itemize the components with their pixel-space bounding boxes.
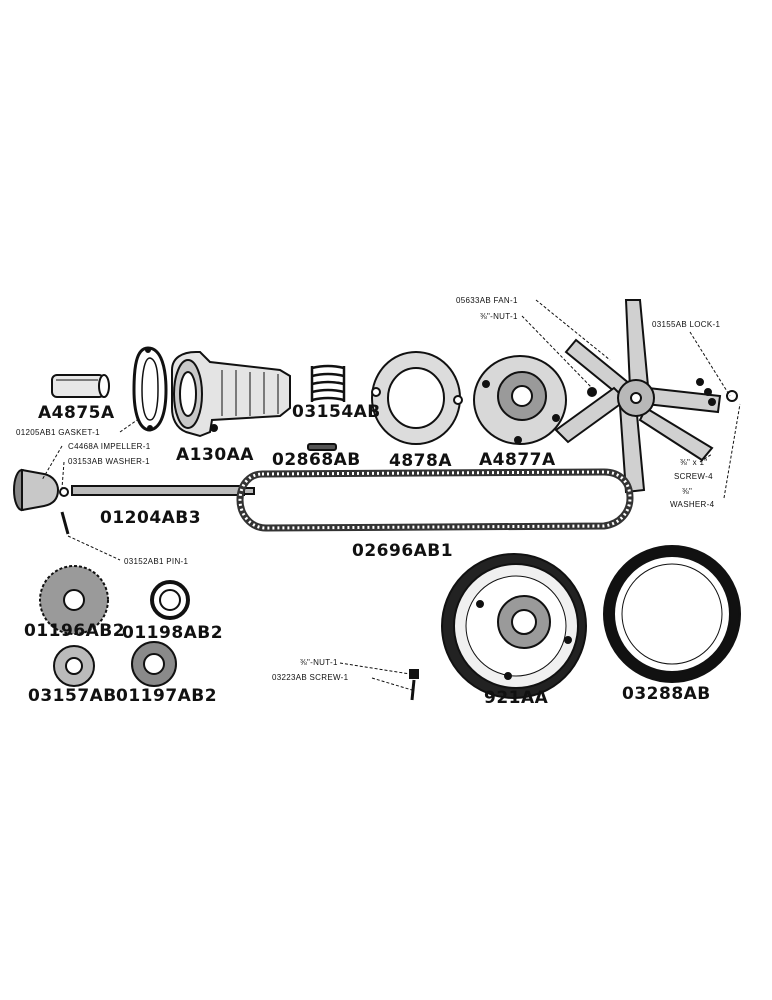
callout-washer-1: 03153AB WASHER-1 — [68, 457, 150, 466]
label-a4875a: A4875A — [38, 403, 115, 423]
label-921aa: 921AA — [484, 688, 549, 708]
bearing-housing-drawing — [473, 355, 567, 445]
callout-gasket: 01205AB1 GASKET-1 — [16, 428, 100, 437]
spring-drawing — [310, 364, 346, 402]
label-02696ab1: 02696AB1 — [352, 541, 454, 561]
pulley-921aa-drawing — [441, 553, 587, 699]
label-02868ab: 02868AB — [272, 450, 361, 470]
callout-lock: 03155AB LOCK-1 — [652, 320, 721, 329]
label-01198ab2: 01198AB2 — [122, 623, 224, 643]
shaft-drawing — [71, 485, 255, 496]
washer-01196ab2-drawing — [39, 565, 109, 635]
callout-screw-4-size: ⅜" x 1" — [680, 458, 708, 467]
impeller-drawing — [13, 468, 69, 512]
callout-pin: 03152AB1 PIN-1 — [124, 557, 189, 566]
label-03157ab: 03157AB — [28, 686, 117, 706]
label-03154ab: 03154AB — [292, 402, 381, 422]
label-4878a: 4878A — [389, 451, 452, 471]
callout-impeller: C4468A IMPELLER-1 — [68, 442, 151, 451]
label-01197ab2: 01197AB2 — [116, 686, 218, 706]
key-drawing — [307, 443, 337, 451]
label-a4877a: A4877A — [479, 450, 556, 470]
leader-lines — [41, 299, 741, 691]
label-01204ab3: 01204AB3 — [100, 508, 202, 528]
washer-01198ab2-drawing — [150, 580, 190, 620]
bolt-drawing — [409, 669, 419, 701]
label-a130aa: A130AA — [176, 445, 254, 465]
ring-03288ab-drawing — [603, 545, 741, 683]
seal-03157ab-drawing — [53, 645, 95, 687]
pin-drawing — [60, 511, 70, 535]
cover-plate-drawing — [371, 351, 463, 445]
washer-01197ab2-drawing — [131, 641, 177, 687]
callout-nut-bottom: ⅜"-NUT-1 — [300, 658, 338, 667]
fan-drawing — [554, 299, 738, 494]
callout-screw-1: 03223AB SCREW-1 — [272, 673, 349, 682]
label-03288ab: 03288AB — [622, 684, 711, 704]
callout-washer-4: WASHER-4 — [670, 500, 715, 509]
label-01196ab2: 01196AB2 — [24, 621, 126, 641]
callout-screw-4: SCREW-4 — [674, 472, 713, 481]
gasket-drawing — [132, 346, 168, 432]
callout-fan: 05633AB FAN-1 — [456, 296, 518, 305]
tube-part-drawing — [51, 374, 110, 398]
pump-body-drawing — [171, 351, 291, 438]
belt-drawing — [236, 468, 634, 532]
callout-nut-top: ⅜"-NUT-1 — [480, 312, 518, 321]
callout-washer-4-size: ⅜" — [682, 487, 693, 496]
